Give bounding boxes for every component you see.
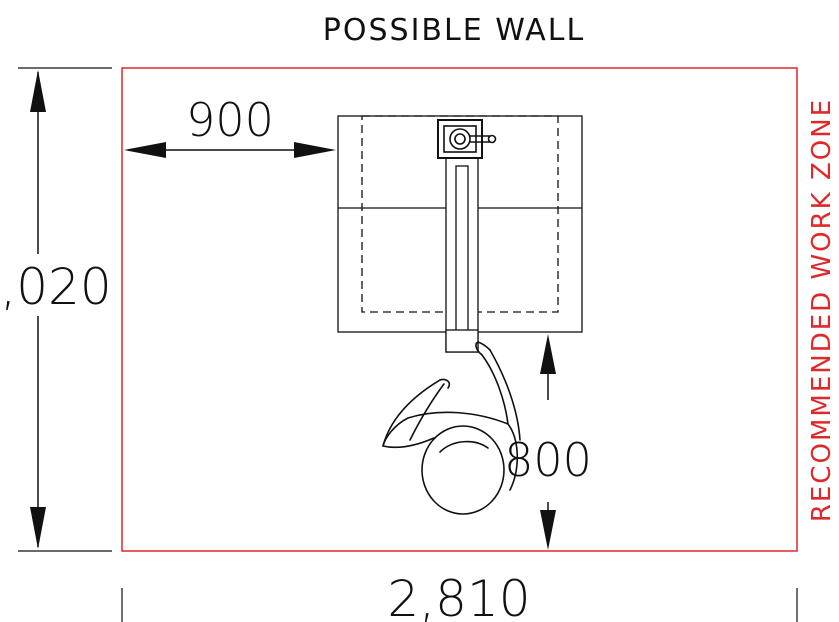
side-clearance-dimension: 900	[124, 93, 336, 158]
width-dimension: 2,810	[121, 570, 798, 622]
width-dimension-text: 2,810	[387, 570, 530, 622]
work-zone-boundary	[121, 67, 798, 552]
machine-head	[437, 119, 497, 159]
machine-rail	[445, 156, 479, 353]
front-clearance-dimension: 800	[504, 334, 592, 550]
height-dimension: ,020	[0, 67, 112, 552]
operator-figure	[382, 341, 521, 515]
work-zone-label: RECOMMENDED WORK ZONE	[807, 98, 837, 522]
height-dimension-text: ,020	[0, 258, 111, 316]
side-clearance-text: 900	[186, 93, 274, 147]
bench-inner-dashed	[361, 115, 559, 313]
front-clearance-text: 800	[504, 433, 592, 487]
wall-label: POSSIBLE WALL	[323, 13, 585, 48]
